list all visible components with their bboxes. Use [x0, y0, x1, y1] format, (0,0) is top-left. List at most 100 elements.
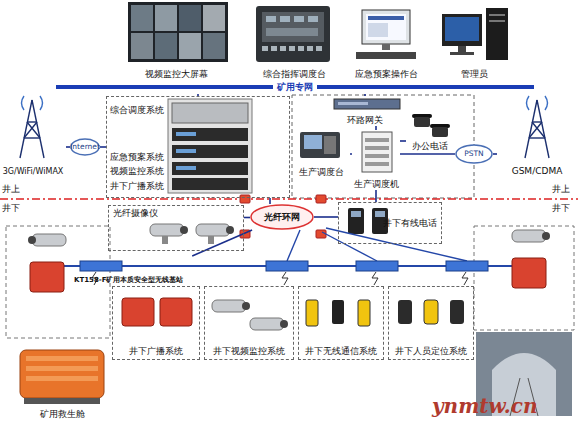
- node-label: 应急预案系统: [110, 152, 164, 162]
- dispatch-console: [256, 6, 330, 62]
- wireless-signal: [462, 272, 468, 285]
- emergency-workstation: [356, 52, 416, 59]
- radio-tower: [527, 96, 530, 110]
- dispatch-switch: [365, 146, 389, 150]
- server-rack: [172, 103, 248, 123]
- wireless-handset: [332, 300, 344, 324]
- loop-gateway: [334, 99, 400, 109]
- mine-camera: [32, 234, 66, 246]
- server-rack: [172, 128, 248, 141]
- node-label: 井下广播系统: [110, 181, 164, 191]
- wired-phone: [351, 211, 361, 217]
- node-label: 矿用专网: [273, 82, 317, 92]
- dispatch-desk: [300, 132, 340, 158]
- node-label: 环路网关: [347, 115, 383, 125]
- node-label: 井下人员定位系统: [395, 346, 467, 356]
- server-rack: [176, 132, 196, 136]
- radio-tower: [537, 100, 549, 158]
- dispatch-console: [289, 46, 295, 51]
- node-label: 光纤摄像仪: [113, 208, 158, 218]
- fiber-camera: [226, 226, 234, 234]
- junction-box: [316, 195, 326, 203]
- dashed-group: [474, 226, 574, 330]
- node-label: 综合指挥调度台: [263, 69, 326, 79]
- network-cloud: PSTN: [455, 144, 493, 164]
- connector: [244, 217, 250, 219]
- server-rack: [172, 145, 248, 158]
- explosion-proof-box: [512, 258, 546, 288]
- explosion-proof-box: [30, 262, 64, 292]
- rescue-capsule: [20, 350, 104, 404]
- base-station-chain: [40, 228, 540, 271]
- radio-tower: 3G/WiFi/WiMAX: [0, 95, 66, 177]
- wired-phone: [348, 208, 388, 234]
- video-wall: [203, 5, 225, 31]
- base-station-chain: [287, 230, 300, 261]
- junction-box: [240, 195, 326, 238]
- server-rack: [168, 99, 252, 193]
- dispatch-desk: [300, 132, 340, 158]
- node-label: PSTN: [464, 150, 483, 159]
- radio-tower: [27, 121, 37, 122]
- device-icon: 应急预案操作台: [346, 0, 426, 80]
- dispatch-console: [280, 46, 286, 51]
- connector: [66, 146, 70, 148]
- mine-camera: [250, 318, 284, 330]
- video-wall: [203, 33, 225, 59]
- video-wall: [155, 33, 177, 59]
- node-label: KT158-F矿用本质安全型无线基站: [74, 276, 184, 284]
- radio-tower: [32, 100, 44, 158]
- server-rack: [176, 149, 196, 153]
- radio-tower: [20, 100, 32, 158]
- dispatch-console: [316, 46, 322, 51]
- emergency-workstation: [356, 10, 416, 59]
- subsystem-box: 井下无线通信系统: [298, 286, 384, 360]
- location-tag: [450, 300, 464, 324]
- node-label: 井下广播系统: [129, 346, 183, 356]
- wireless-signal: [282, 272, 288, 285]
- dispatch-console: [256, 6, 330, 62]
- mine-camera: [28, 230, 550, 330]
- video-wall: [179, 5, 201, 31]
- radio-tower: [529, 137, 545, 138]
- rescue-capsule: 矿用救生舱: [14, 344, 110, 420]
- wired-phone: [375, 211, 385, 217]
- rescue-capsule: [26, 356, 98, 361]
- dispatch-console: [308, 16, 318, 22]
- dashed-group: 井下有线电话: [338, 202, 442, 244]
- radio-tower: [532, 121, 542, 122]
- dashed-group: [6, 95, 574, 338]
- location-tag: [424, 300, 438, 324]
- dashed-group: [292, 95, 474, 198]
- dispatch-desk: [304, 135, 322, 149]
- ring-outline: [251, 205, 313, 229]
- admin-pc: [458, 46, 466, 52]
- connector: [364, 94, 366, 96]
- emergency-workstation: [362, 10, 410, 44]
- explosion-proof-box: [160, 298, 192, 326]
- wireless-handset: [306, 300, 318, 326]
- office-phone: [412, 114, 450, 137]
- node-label: 矿用救生舱: [40, 409, 85, 419]
- rescue-capsule: [20, 350, 104, 398]
- connector: [350, 153, 352, 155]
- watermark: ynmtw.cn: [432, 394, 537, 418]
- node-label: 管理员: [461, 69, 488, 79]
- mine-camera: [280, 320, 288, 328]
- admin-pc: [450, 52, 474, 55]
- boundary-label: 井上: [552, 183, 570, 196]
- device-icon: 环路网关: [326, 96, 404, 126]
- fiber-camera: [208, 236, 214, 244]
- node-label: 办公电话: [412, 141, 448, 151]
- connector: [400, 153, 455, 155]
- junction-box: [240, 195, 250, 203]
- mine-camera: [212, 300, 246, 312]
- dispatch-console: [262, 12, 324, 42]
- dispatch-switch: [362, 132, 392, 172]
- emergency-workstation: [368, 23, 388, 37]
- wireless-handset: [306, 300, 370, 326]
- base-station-chain: [80, 261, 122, 271]
- device-icon: 生产调度台: [292, 128, 350, 178]
- radio-tower: [525, 100, 537, 158]
